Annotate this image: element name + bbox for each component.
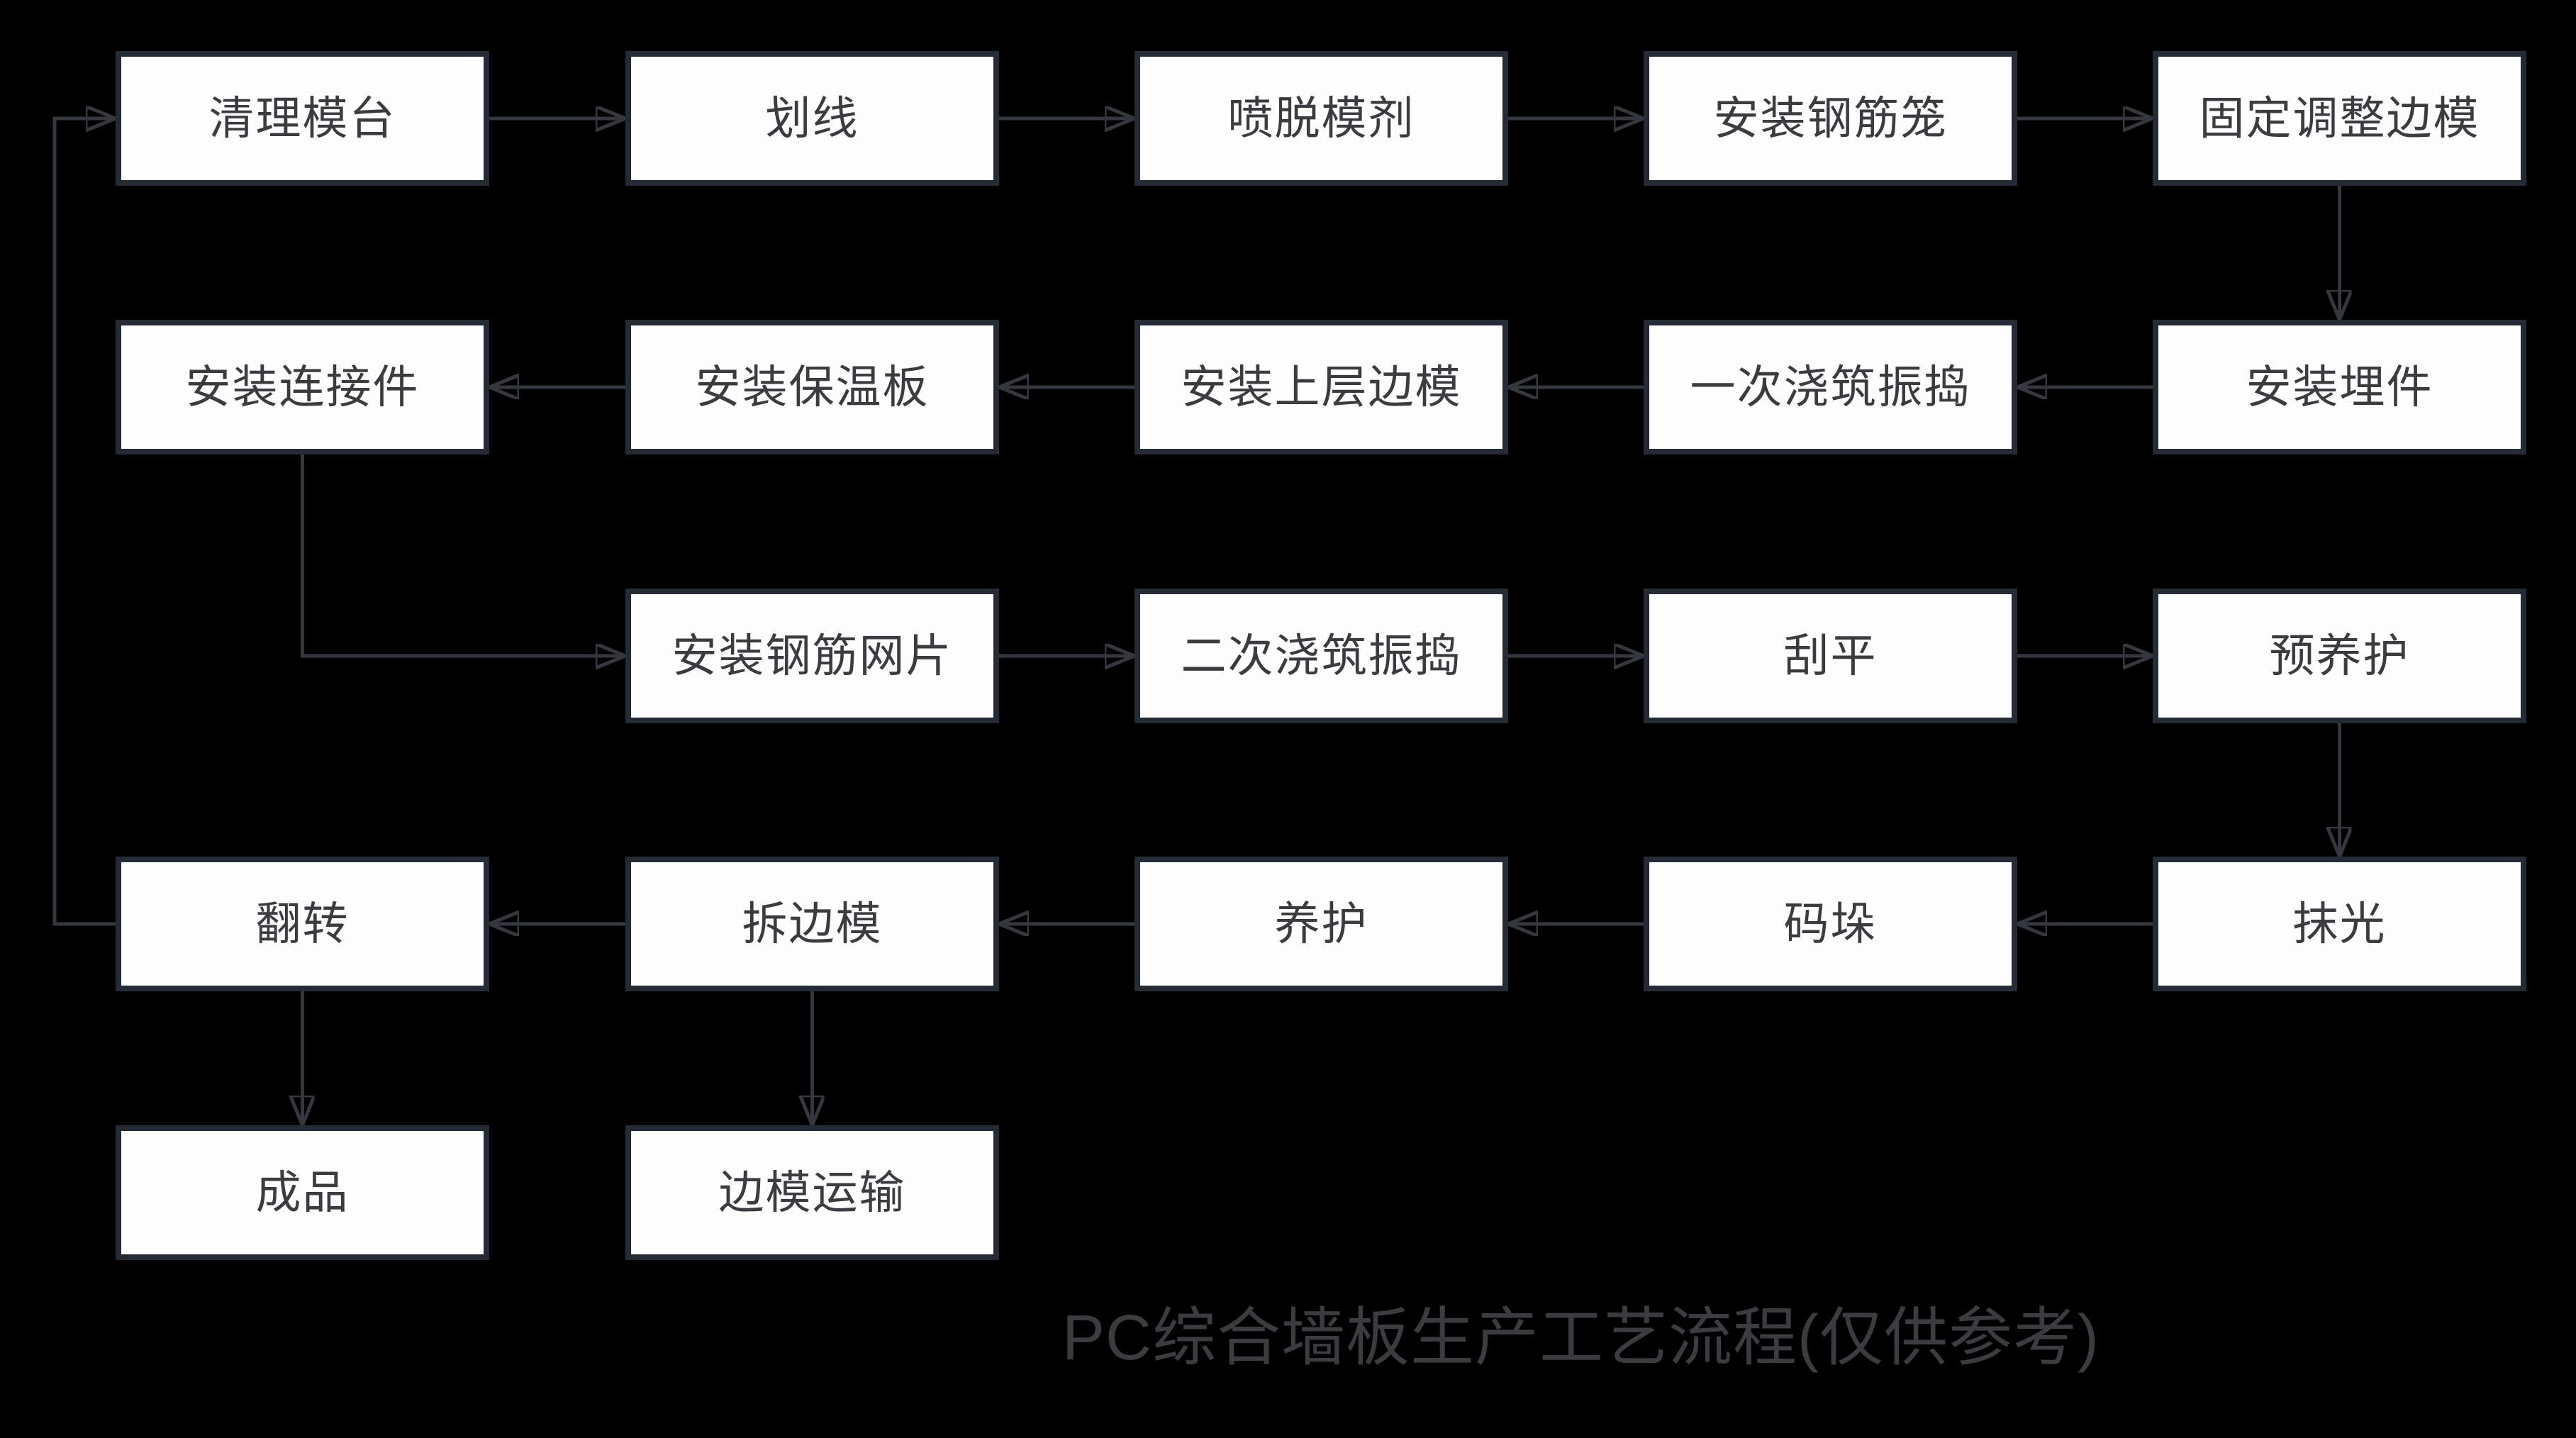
node-yanghu: 养护	[1134, 857, 1508, 991]
node-fanzhuan: 翻转	[116, 857, 489, 991]
node-yici-jiaozhu-zhendao: 一次浇筑振捣	[1644, 320, 2017, 455]
node-label: 边模运输	[718, 1167, 906, 1218]
node-yu-yanghu: 预养护	[2153, 589, 2526, 723]
node-maduo: 码垛	[1644, 857, 2017, 991]
node-moguang: 抹光	[2153, 857, 2526, 991]
node-label: 一次浇筑振捣	[1690, 362, 1971, 413]
node-anzhuang-shangceng-bianmo: 安装上层边模	[1134, 320, 1508, 455]
node-pen-tuomoji: 喷脱模剂	[1134, 51, 1508, 186]
node-label: 安装上层边模	[1181, 362, 1462, 413]
node-label: 安装钢筋笼	[1713, 93, 1948, 144]
node-chai-bianmo: 拆边模	[625, 857, 999, 991]
node-anzhuang-baowenban: 安装保温板	[625, 320, 999, 455]
node-label: 固定调整边模	[2199, 93, 2480, 144]
node-label: 喷脱模剂	[1227, 93, 1415, 144]
node-label: 成品	[255, 1167, 350, 1218]
node-label: 刮平	[1783, 630, 1878, 681]
edge-fanzhuan-to-qingli-motai-loop	[52, 118, 116, 926]
node-label: 预养护	[2269, 630, 2410, 681]
node-label: 二次浇筑振捣	[1181, 630, 1462, 681]
node-label: 安装保温板	[695, 362, 930, 413]
node-anzhuang-gangjin-wangpian: 安装钢筋网片	[625, 589, 999, 723]
node-anzhuang-maijian: 安装埋件	[2153, 320, 2526, 455]
node-label: 划线	[765, 93, 859, 144]
node-label: 拆边模	[742, 898, 883, 949]
node-label: 安装埋件	[2246, 362, 2433, 413]
node-guaping: 刮平	[1644, 589, 2017, 723]
node-label: 码垛	[1783, 898, 1878, 949]
node-label: 抹光	[2292, 898, 2387, 949]
node-anzhuang-gangjinlong: 安装钢筋笼	[1644, 51, 2017, 186]
node-label: 养护	[1274, 898, 1368, 949]
node-label: 翻转	[255, 898, 350, 949]
node-qingli-motai: 清理模台	[116, 51, 489, 186]
node-erci-jiaozhu-zhendao: 二次浇筑振捣	[1134, 589, 1508, 723]
node-anzhuang-lianjiejian: 安装连接件	[116, 320, 489, 455]
node-bianmo-yunshu: 边模运输	[625, 1125, 999, 1260]
node-label: 安装连接件	[185, 362, 420, 413]
node-chengpin: 成品	[116, 1125, 489, 1260]
node-guding-tiaozheng-bianmo: 固定调整边模	[2153, 51, 2526, 186]
node-label: 清理模台	[208, 93, 396, 144]
node-label: 安装钢筋网片	[671, 630, 953, 681]
diagram-title: PC综合墙板生产工艺流程(仅供参考)	[1062, 1303, 2100, 1373]
edge-anzhuang-lianjiejian-to-anzhuang-gangjin-wangpian	[301, 455, 626, 656]
node-huaxian: 划线	[625, 51, 999, 186]
